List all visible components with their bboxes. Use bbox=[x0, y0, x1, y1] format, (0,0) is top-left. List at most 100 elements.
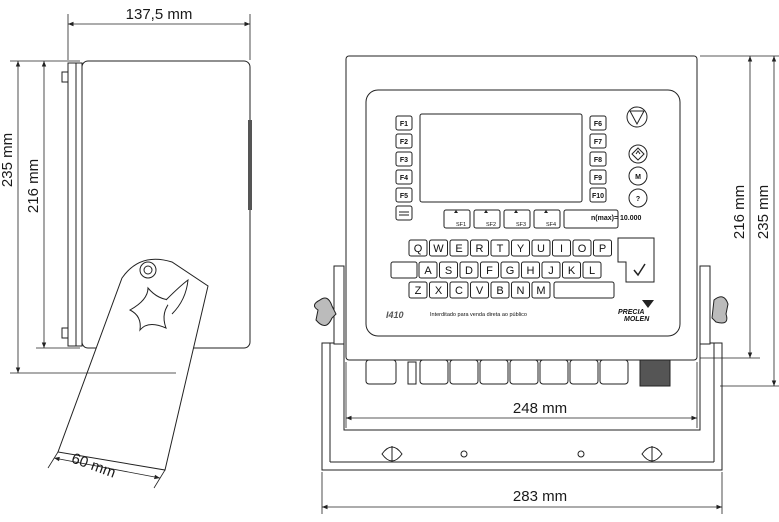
letter-h-key-label: H bbox=[527, 265, 535, 277]
side-bracket bbox=[57, 258, 209, 471]
letter-u-key-label: U bbox=[537, 243, 545, 255]
fkeys-left[interactable] bbox=[395, 115, 413, 221]
brand-line1: PRECIA bbox=[618, 309, 644, 316]
triangle-down-icon bbox=[629, 110, 645, 126]
front-display bbox=[419, 113, 583, 203]
letter-i-key[interactable] bbox=[552, 239, 571, 257]
letter-x-key-label: X bbox=[435, 285, 443, 297]
cable-glands bbox=[365, 359, 671, 387]
letter-q-key-label: Q bbox=[414, 243, 423, 255]
letter-f-key-label: F bbox=[486, 265, 493, 277]
letter-t-key[interactable] bbox=[490, 239, 510, 257]
letter-v-key[interactable] bbox=[470, 281, 489, 299]
letter-n-key-label: N bbox=[517, 285, 525, 297]
letter-n-key[interactable] bbox=[511, 281, 530, 299]
capacity-label: n(max)= 10.000 bbox=[591, 215, 641, 222]
letter-u-key[interactable] bbox=[531, 239, 551, 257]
letter-v-key-label: V bbox=[476, 285, 484, 297]
nav-down-button[interactable] bbox=[626, 106, 648, 128]
nav-help-button[interactable] bbox=[628, 188, 648, 208]
letter-y-key[interactable] bbox=[511, 239, 530, 257]
equals-icon bbox=[399, 211, 409, 216]
dim-side-total-label: 235 mm bbox=[0, 133, 16, 187]
letter-j-key[interactable] bbox=[541, 261, 561, 279]
nav-menu-button[interactable] bbox=[628, 166, 648, 186]
model-label: I410 bbox=[386, 310, 404, 320]
letter-j-key-label: J bbox=[548, 265, 554, 277]
softkeys[interactable] bbox=[443, 209, 619, 229]
letter-g-key[interactable] bbox=[500, 261, 520, 279]
lock-key[interactable] bbox=[390, 261, 418, 279]
space-key[interactable] bbox=[553, 281, 615, 299]
letter-e-key-label: E bbox=[455, 243, 462, 255]
letter-g-key-label: G bbox=[506, 265, 515, 277]
letter-l-key[interactable] bbox=[582, 261, 602, 279]
letter-b-key[interactable] bbox=[490, 281, 510, 299]
fkey-left-label: F4 bbox=[400, 175, 408, 182]
letter-s-key[interactable] bbox=[439, 261, 458, 279]
letter-h-key[interactable] bbox=[521, 261, 540, 279]
letter-p-key[interactable] bbox=[593, 239, 612, 257]
letter-o-key-label: O bbox=[578, 243, 587, 255]
keyboard[interactable] bbox=[390, 239, 615, 299]
nav-help-label: ? bbox=[636, 196, 640, 203]
letter-r-key[interactable] bbox=[470, 239, 489, 257]
nav-menu-label: M bbox=[635, 174, 641, 181]
dim-depth-label: 137,5 mm bbox=[126, 6, 193, 23]
letter-b-key-label: B bbox=[496, 285, 503, 297]
dim-front-body-width-label: 248 mm bbox=[513, 400, 567, 417]
letter-m-key[interactable] bbox=[531, 281, 551, 299]
dim-front-body-label: 216 mm bbox=[731, 185, 748, 239]
letter-y-key-label: Y bbox=[517, 243, 525, 255]
letter-x-key[interactable] bbox=[429, 281, 448, 299]
fkey-right-label: F6 bbox=[594, 121, 602, 128]
fkeys-right[interactable] bbox=[589, 115, 607, 203]
letter-d-key-label: D bbox=[465, 265, 473, 277]
letter-s-key-label: S bbox=[445, 265, 452, 277]
letter-i-key-label: I bbox=[560, 243, 563, 255]
nav-start-button[interactable] bbox=[628, 144, 648, 164]
letter-c-key-label: C bbox=[455, 285, 463, 297]
letter-w-key-label: W bbox=[433, 243, 444, 255]
side-front-panel bbox=[67, 62, 83, 347]
front-dimensions bbox=[321, 55, 779, 514]
letter-a-key-label: A bbox=[424, 265, 432, 277]
letter-t-key-label: T bbox=[497, 243, 504, 255]
brand-line2: MOLEN bbox=[624, 316, 650, 323]
fkey-right-label: F10 bbox=[592, 193, 604, 200]
fkey-right-label: F9 bbox=[594, 175, 602, 182]
letter-z-key[interactable] bbox=[408, 281, 428, 299]
dim-side-body-label: 216 mm bbox=[25, 159, 42, 213]
letter-m-key-label: M bbox=[536, 285, 545, 297]
letter-c-key[interactable] bbox=[449, 281, 469, 299]
letter-d-key[interactable] bbox=[459, 261, 479, 279]
letter-p-key-label: P bbox=[599, 243, 606, 255]
check-icon bbox=[633, 263, 646, 277]
letter-r-key-label: R bbox=[476, 243, 484, 255]
letter-k-key[interactable] bbox=[562, 261, 581, 279]
letter-a-key[interactable] bbox=[418, 261, 438, 279]
notice-text: Interditado para venda direta ao público bbox=[430, 312, 527, 318]
letter-z-key-label: Z bbox=[415, 285, 422, 297]
letter-l-key-label: L bbox=[589, 265, 595, 277]
letter-q-key[interactable] bbox=[408, 239, 428, 257]
softkey-label: SF2 bbox=[486, 222, 496, 228]
fkey-left-label: F5 bbox=[400, 193, 408, 200]
fkey-left-label: F1 bbox=[400, 121, 408, 128]
letter-e-key[interactable] bbox=[449, 239, 469, 257]
softkey-label: SF4 bbox=[546, 222, 556, 228]
fkey-left-label: F3 bbox=[400, 157, 408, 164]
dim-front-total-width-label: 283 mm bbox=[513, 488, 567, 505]
letter-f-key[interactable] bbox=[480, 261, 499, 279]
letter-k-key-label: K bbox=[568, 265, 576, 277]
softkey-label: SF3 bbox=[516, 222, 526, 228]
side-view bbox=[57, 60, 252, 471]
letter-o-key[interactable] bbox=[572, 239, 592, 257]
dim-front-total-label: 235 mm bbox=[755, 185, 772, 239]
side-dimensions bbox=[10, 14, 251, 489]
letter-w-key[interactable] bbox=[429, 239, 448, 257]
fkey-left-label: F2 bbox=[400, 139, 408, 146]
enter-key[interactable] bbox=[617, 237, 655, 283]
softkey-label: SF1 bbox=[456, 222, 466, 228]
